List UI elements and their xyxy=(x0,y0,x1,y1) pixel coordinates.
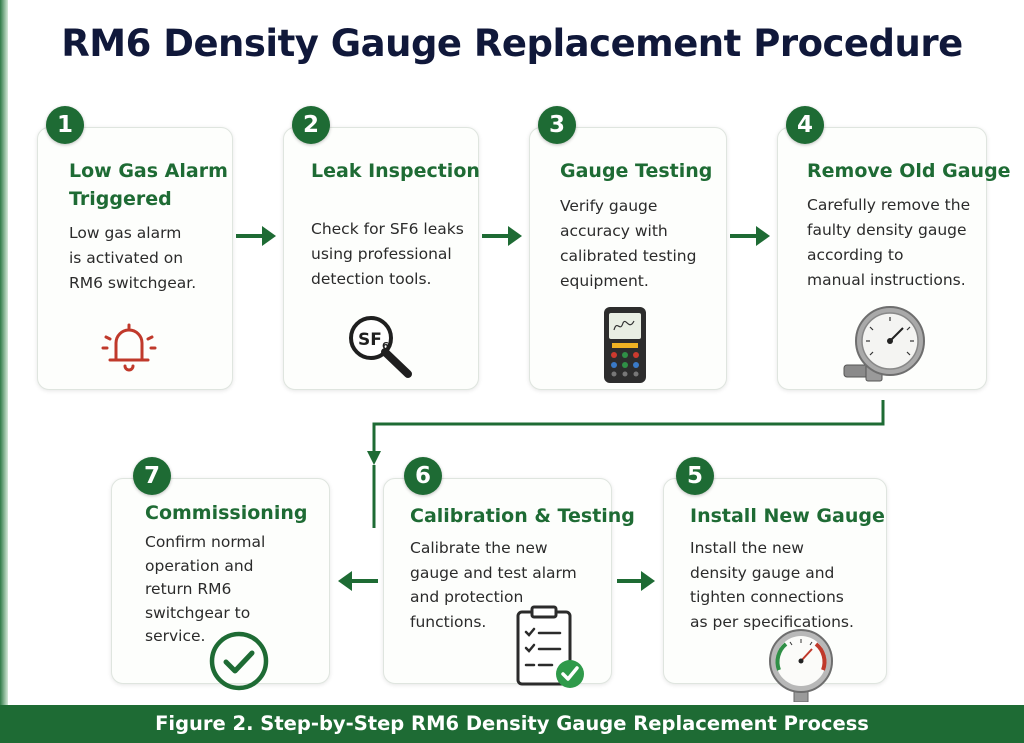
step-number-badge-1: 1 xyxy=(46,106,84,144)
figure-caption: Figure 2. Step-by-Step RM6 Density Gauge… xyxy=(155,712,869,735)
caption-bar: Figure 2. Step-by-Step RM6 Density Gauge… xyxy=(0,705,1024,743)
step-desc-6: Calibrate the new gauge and test alarm a… xyxy=(410,539,577,631)
step-title-3: Gauge Testing xyxy=(560,160,713,182)
step-title-4: Remove Old Gauge xyxy=(807,160,1011,182)
step-card-5 xyxy=(663,478,887,684)
step-number-badge-4: 4 xyxy=(786,106,824,144)
arrow-1-to-2 xyxy=(236,226,276,246)
clipboard-check-icon xyxy=(516,605,584,688)
arrow-6-to-7 xyxy=(338,571,378,591)
step-desc-3: Verify gauge accuracy with calibrated te… xyxy=(560,197,697,290)
step-desc-1: Low gas alarm is activated on RM6 switch… xyxy=(69,224,197,292)
sf6-label: SF xyxy=(358,330,382,350)
page-title: RM6 Density Gauge Replacement Procedure xyxy=(61,22,963,65)
handheld-tester-icon xyxy=(604,307,646,383)
left-frame-accent xyxy=(0,0,8,743)
step-number-badge-2: 2 xyxy=(292,106,330,144)
step-desc-2: Check for SF6 leaks using professional d… xyxy=(311,220,464,288)
step-desc-4: Carefully remove the faulty density gaug… xyxy=(807,196,971,289)
arrow-3-to-4 xyxy=(730,226,770,246)
magnifier-icon: SF 6 xyxy=(349,316,412,378)
step-card-1 xyxy=(37,127,233,390)
step-card-6 xyxy=(383,478,612,684)
step-title-7: Commissioning xyxy=(145,502,308,524)
step-number-badge-7: 7 xyxy=(133,457,171,495)
svg-text:6: 6 xyxy=(382,341,389,352)
old-pressure-gauge-icon xyxy=(843,306,925,382)
step-number-badge-5: 5 xyxy=(676,457,714,495)
step-title-1: Low Gas Alarm Triggered xyxy=(69,160,228,210)
step-card-3 xyxy=(529,127,727,390)
arrow-6-to-5 xyxy=(617,571,655,591)
step-number-badge-3: 3 xyxy=(538,106,576,144)
step-title-5: Install New Gauge xyxy=(690,505,885,527)
step-desc-7: Confirm normal operation and return RM6 … xyxy=(145,533,266,645)
step-card-7 xyxy=(111,478,330,684)
check-circle-icon xyxy=(209,631,269,691)
step-desc-5: Install the new density gauge and tighte… xyxy=(690,539,854,631)
arrow-2-to-3 xyxy=(482,226,522,246)
step-number-badge-6: 6 xyxy=(404,457,442,495)
new-pressure-gauge-icon xyxy=(769,629,833,702)
step-title-2: Leak Inspection xyxy=(311,160,480,182)
step-title-6: Calibration & Testing xyxy=(410,505,635,527)
alarm-bell-icon xyxy=(101,323,157,372)
